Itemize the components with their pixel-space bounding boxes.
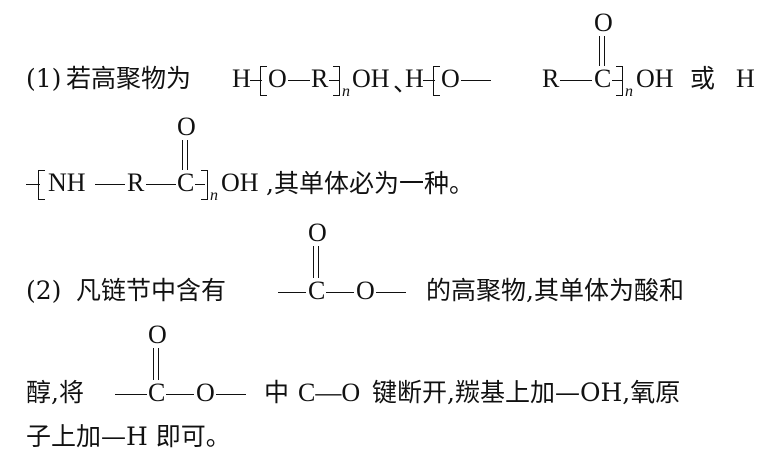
double-bond <box>153 348 159 380</box>
repeat-n: n <box>210 187 218 204</box>
bond-line <box>329 80 339 81</box>
bracket-left <box>38 170 45 200</box>
atom-h: H <box>232 64 251 93</box>
group-oh: OH <box>352 64 390 93</box>
bond-line <box>115 394 147 395</box>
atom-r: R <box>127 168 145 197</box>
bond-c-o: C—O <box>298 378 361 407</box>
bond-line <box>166 394 194 395</box>
group-oh: OH <box>221 168 259 197</box>
or-word: 或 <box>690 64 716 93</box>
section-2-label: (2) <box>26 276 62 305</box>
atom-r: R <box>542 64 560 93</box>
section-2-line-2-rest: 键断开,羰基上加—OH,氧原 <box>372 378 681 407</box>
atom-o: O <box>356 276 375 305</box>
bond-line <box>376 292 406 293</box>
atom-c: C <box>148 378 166 407</box>
bond-line <box>612 80 622 81</box>
atom-o: O <box>441 64 460 93</box>
atom-o-carbonyl: O <box>594 8 613 37</box>
group-oh: OH <box>636 64 674 93</box>
bond-line <box>216 394 246 395</box>
bond-line <box>278 292 306 293</box>
bracket-right <box>616 66 623 96</box>
bond-line <box>195 184 205 185</box>
atom-o-carbonyl: O <box>148 320 167 349</box>
bond-line <box>250 80 262 81</box>
atom-o: O <box>268 64 287 93</box>
bracket-right <box>201 170 208 200</box>
atom-o: O <box>196 378 215 407</box>
repeat-n: n <box>625 83 633 100</box>
section-2-line-2-start: 醇,将 <box>26 378 84 407</box>
section-1-label: (1) <box>26 64 62 93</box>
bond-line <box>288 80 310 81</box>
repeat-n: n <box>342 83 350 100</box>
section-2-line-1-rest: 的高聚物,其单体为酸和 <box>426 276 684 305</box>
bond-line <box>461 80 491 81</box>
atom-c: C <box>594 64 612 93</box>
atom-o-carbonyl: O <box>308 218 327 247</box>
bond-line <box>95 184 125 185</box>
separator: 、 <box>393 68 419 97</box>
bracket-left <box>260 66 267 96</box>
group-nh: NH <box>48 168 86 197</box>
atom-h: H <box>736 64 755 93</box>
atom-o-carbonyl: O <box>177 112 196 141</box>
section-1-conclusion: ,其单体必为一种。 <box>266 169 474 198</box>
bond-line <box>26 184 40 185</box>
bond-line <box>326 292 354 293</box>
bond-line <box>560 80 592 81</box>
double-bond <box>313 246 319 278</box>
bracket-right <box>333 66 340 96</box>
double-bond <box>182 140 188 170</box>
section-2-line-2-mid: 中 <box>264 378 290 407</box>
bond-line <box>146 184 176 185</box>
bracket-left <box>433 66 440 96</box>
bond-line <box>423 80 435 81</box>
atom-h: H <box>405 64 424 93</box>
section-1-intro: 若高聚物为 <box>66 64 192 93</box>
atom-c: C <box>308 276 326 305</box>
section-2-intro: 凡链节中含有 <box>76 276 227 305</box>
atom-c: C <box>177 168 195 197</box>
atom-r: R <box>311 64 329 93</box>
double-bond <box>599 36 605 66</box>
section-2-line-3: 子上加—H 即可。 <box>26 422 231 451</box>
